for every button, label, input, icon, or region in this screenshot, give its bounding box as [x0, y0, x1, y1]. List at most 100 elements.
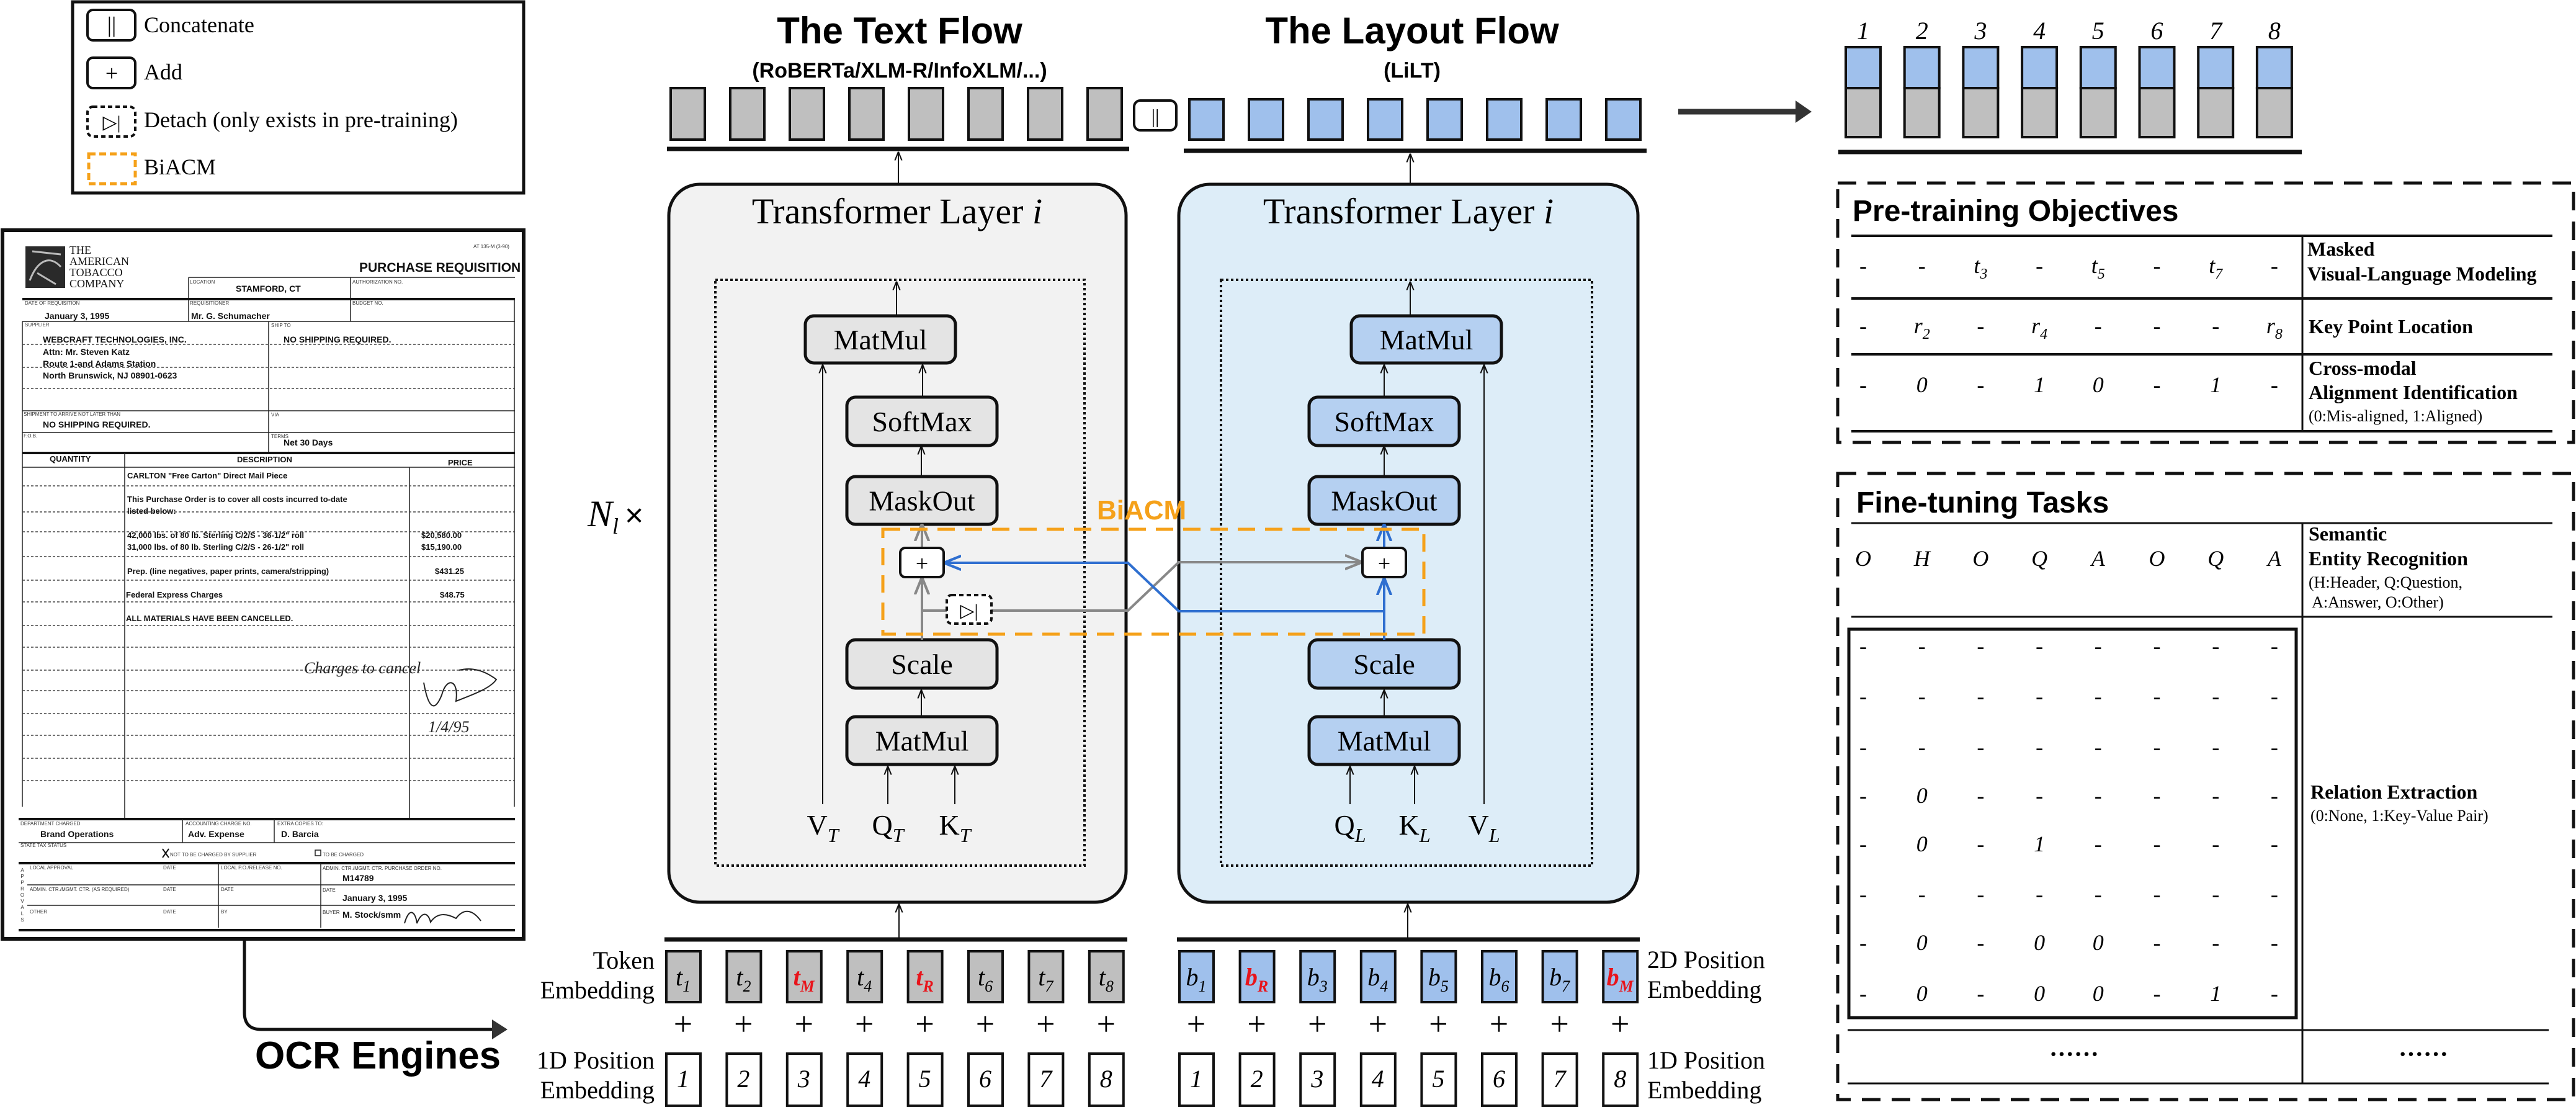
objective-cell: 1 [2034, 372, 2045, 397]
document-text: DATE [221, 887, 234, 892]
objective-cell: - [1977, 372, 1984, 397]
symbol-base: - [2095, 313, 2102, 338]
symbol-base: b [1607, 963, 1619, 991]
document-text: DATE [163, 909, 176, 915]
document-frame [1, 228, 525, 941]
output-index: 1 [1857, 17, 1869, 45]
ser-label-cell: O [2149, 546, 2165, 571]
token-embedding-box [785, 950, 823, 1003]
relation-cell: - [1977, 783, 1984, 808]
relation-cell: - [2095, 684, 2102, 709]
symbol-base: t [857, 963, 864, 991]
biacm-boundary [881, 527, 1426, 636]
layout-attention-block [1220, 279, 1593, 867]
more-tasks-ellipsis: ······ [2399, 1040, 2448, 1068]
objective-cell: - [1859, 372, 1867, 397]
position-index: 7 [1039, 1065, 1053, 1093]
symbol-subscript: T [828, 824, 840, 846]
relation-cell: - [2212, 684, 2219, 709]
document-text: NO SHIPPING REQUIRED. [43, 419, 150, 429]
document-text: North Brunswick, NJ 08901-0623 [43, 370, 177, 380]
combined-text-part [1903, 87, 1941, 138]
relation-cell: - [1977, 930, 1984, 955]
document-text: PURCHASE REQUISITION [359, 261, 521, 275]
add-symbol: + [1247, 1005, 1266, 1042]
position-1d-embedding-box [1420, 1052, 1457, 1107]
document-text: COMPANY [69, 277, 124, 290]
position-1d-label: Embedding [540, 1076, 655, 1104]
relation-cell: - [2153, 882, 2161, 907]
combined-layout-part [2079, 46, 2117, 89]
document-text: SHIPMENT TO ARRIVE NOT LATER THAN [24, 411, 120, 417]
combined-text-part [2138, 87, 2176, 138]
symbol-base: - [1859, 253, 1867, 278]
document-text: M. Stock/smm [342, 910, 401, 920]
relation-cell: - [2153, 735, 2161, 760]
document-text: $48.75 [440, 590, 465, 599]
symbol-base: Q [1334, 809, 1354, 841]
position-1d-embedding-box [725, 1052, 763, 1107]
combined-layout-part [2255, 46, 2293, 89]
symbol-subscript: 4 [864, 977, 872, 995]
relation-cell: 0 [1916, 930, 1928, 955]
relation-cell: - [2153, 634, 2161, 658]
relation-cell: - [2212, 634, 2219, 658]
layout-input-label: VL [1468, 809, 1500, 846]
symbol-subscript: 1 [1199, 977, 1207, 995]
relation-cell: - [2036, 735, 2043, 760]
document-form-lines [19, 277, 515, 931]
layout-symbol: b6 [1489, 963, 1509, 995]
relation-cell: - [2271, 882, 2278, 907]
document-text: SHIP TO [271, 323, 291, 328]
layout-symbol: bR [1245, 963, 1268, 995]
position-2d-embedding-box [1178, 950, 1215, 1003]
document-text: Federal Express Charges [126, 590, 223, 599]
symbol-base: t [1099, 963, 1106, 991]
output-index: 4 [2033, 17, 2046, 45]
relation-cell: - [2271, 831, 2278, 856]
symbol-base: b [1367, 963, 1380, 991]
concatenate-icon [1133, 99, 1178, 132]
token-symbol: t2 [736, 963, 751, 995]
symbol-base: t [794, 963, 802, 991]
symbol-subscript: R [922, 977, 933, 995]
relation-cell: 0 [1916, 981, 1928, 1006]
position-index: 2 [1251, 1065, 1263, 1093]
position-1d-embedding-box [785, 1052, 823, 1107]
symbol-base: 1 [2210, 372, 2221, 397]
layout-scale-label: Scale [1353, 648, 1415, 680]
arrow-right-icon [1796, 101, 1812, 123]
ser-label: Semantic [2309, 522, 2387, 545]
relation-cell: - [1859, 831, 1867, 856]
symbol-base: t [1038, 963, 1045, 991]
symbol-subscript: M [800, 977, 815, 995]
symbol-subscript: 3 [1319, 977, 1328, 995]
position-index: 6 [979, 1065, 991, 1093]
text-input-label: VT [807, 809, 839, 846]
objective-cell: 0 [1916, 372, 1928, 397]
combined-layout-part [1962, 46, 2000, 89]
symbol-base: t [736, 963, 743, 991]
relation-cell: - [2212, 882, 2219, 907]
text-scale-label: Scale [891, 648, 953, 680]
objective-cell: - [2095, 313, 2102, 338]
add-symbol: + [1097, 1005, 1116, 1042]
relation-cell: - [2271, 634, 2278, 658]
document-text: Mr. G. Schumacher [191, 311, 270, 321]
kpl-label: Key Point Location [2309, 315, 2473, 338]
layout-maskout-label: MaskOut [1331, 485, 1437, 517]
position-2d-label: Embedding [1647, 975, 1761, 1003]
objective-cell: - [1859, 253, 1867, 278]
document-text: BUDGET NO. [352, 300, 383, 306]
objective-cell: r4 [2031, 313, 2047, 343]
layout-output-token [1307, 98, 1344, 141]
symbol-subscript: 1 [682, 977, 691, 995]
document-text: DESCRIPTION [237, 455, 292, 464]
position-1d-embedding-box [906, 1052, 944, 1107]
document-text: Attn: Mr. Steven Katz [43, 347, 130, 357]
symbol-base: b [1549, 963, 1562, 991]
relation-cell: - [2212, 735, 2219, 760]
add-symbol: + [105, 61, 118, 86]
legend-label: Concatenate [144, 12, 254, 37]
